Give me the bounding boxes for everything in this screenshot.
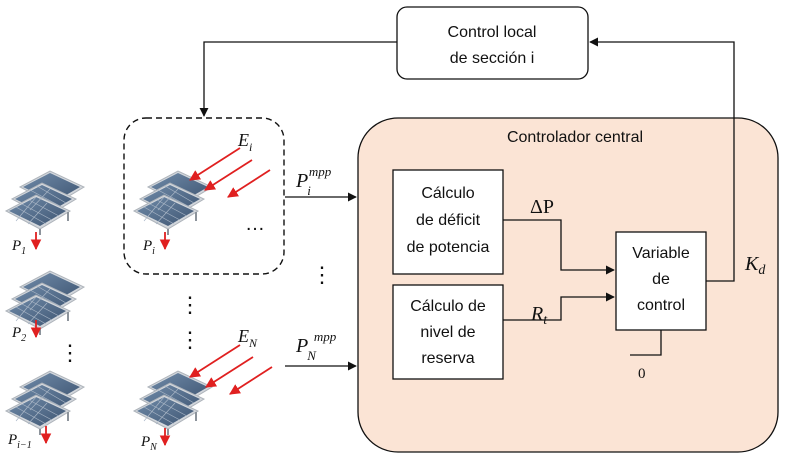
control-variable-block: [615, 231, 707, 331]
control-variable-line1: Variable: [632, 245, 690, 262]
reserve-level-line3: reserva: [421, 350, 474, 367]
local-control-label-line2: de sección i: [450, 50, 535, 67]
irradiance-arrow-n-1: [189, 344, 241, 378]
local-control-to-panels-connector: [199, 41, 397, 117]
horizontal-ellipsis: …: [245, 213, 265, 235]
central-controller-title: Controlador central: [507, 129, 643, 146]
zero-input-connector: [630, 330, 662, 356]
control-variable-line2: de: [652, 271, 670, 288]
vertical-ellipsis-mid-lower: ⋮: [179, 327, 201, 352]
solar-panel-1: [5, 170, 85, 236]
power-deficit-line1: Cálculo: [421, 185, 474, 202]
irradiance-arrow-n-2: [205, 356, 254, 388]
power-deficit-block: [392, 169, 504, 275]
en-label: EN: [237, 326, 258, 350]
p1-label: P1: [11, 238, 26, 257]
section-i-dashed-box: [123, 117, 285, 275]
power-deficit-line3: de potencia: [407, 239, 490, 256]
reserve-level-block: [392, 284, 504, 380]
zero-label: 0: [638, 366, 646, 382]
delta-p-connector: [503, 219, 615, 275]
solar-panel-n: [133, 370, 213, 436]
ei-label: Ei: [237, 130, 252, 154]
reserve-level-line1: Cálculo de: [410, 298, 486, 315]
local-control-box: [396, 6, 589, 80]
reserve-level-line2: nivel de: [420, 324, 475, 341]
irradiance-arrow-n-3: [229, 366, 273, 395]
pn-mpp-label: PNmpp: [295, 329, 337, 363]
vertical-ellipsis-mid-upper: ⋮: [179, 292, 201, 317]
solar-panel-i-1: [5, 370, 85, 436]
irradiance-arrow-i-1: [189, 147, 241, 181]
delta-p-label: ΔP: [530, 196, 554, 218]
pn-label: PN: [140, 434, 158, 453]
irradiance-arrow-i-3: [227, 169, 271, 198]
local-control-label-line1: Control local: [448, 24, 537, 41]
pi-label: Pi: [142, 238, 155, 257]
kd-label: Kd: [744, 253, 766, 278]
solar-panel-i: [133, 170, 213, 236]
pi-mpp-label: Pimpp: [295, 164, 332, 198]
kd-feedback-connector: [589, 37, 735, 282]
control-variable-line3: control: [637, 297, 685, 314]
vertical-ellipsis-left: ⋮: [59, 340, 81, 365]
vertical-ellipsis-arrows: ⋮: [311, 262, 333, 287]
pi-1-label: Pi−1: [7, 432, 32, 451]
p2-label: P2: [11, 325, 26, 344]
rt-label: Rt: [530, 303, 548, 328]
power-deficit-line2: de déficit: [416, 212, 481, 229]
rt-connector: [503, 292, 615, 321]
irradiance-arrow-i-2: [204, 159, 253, 191]
